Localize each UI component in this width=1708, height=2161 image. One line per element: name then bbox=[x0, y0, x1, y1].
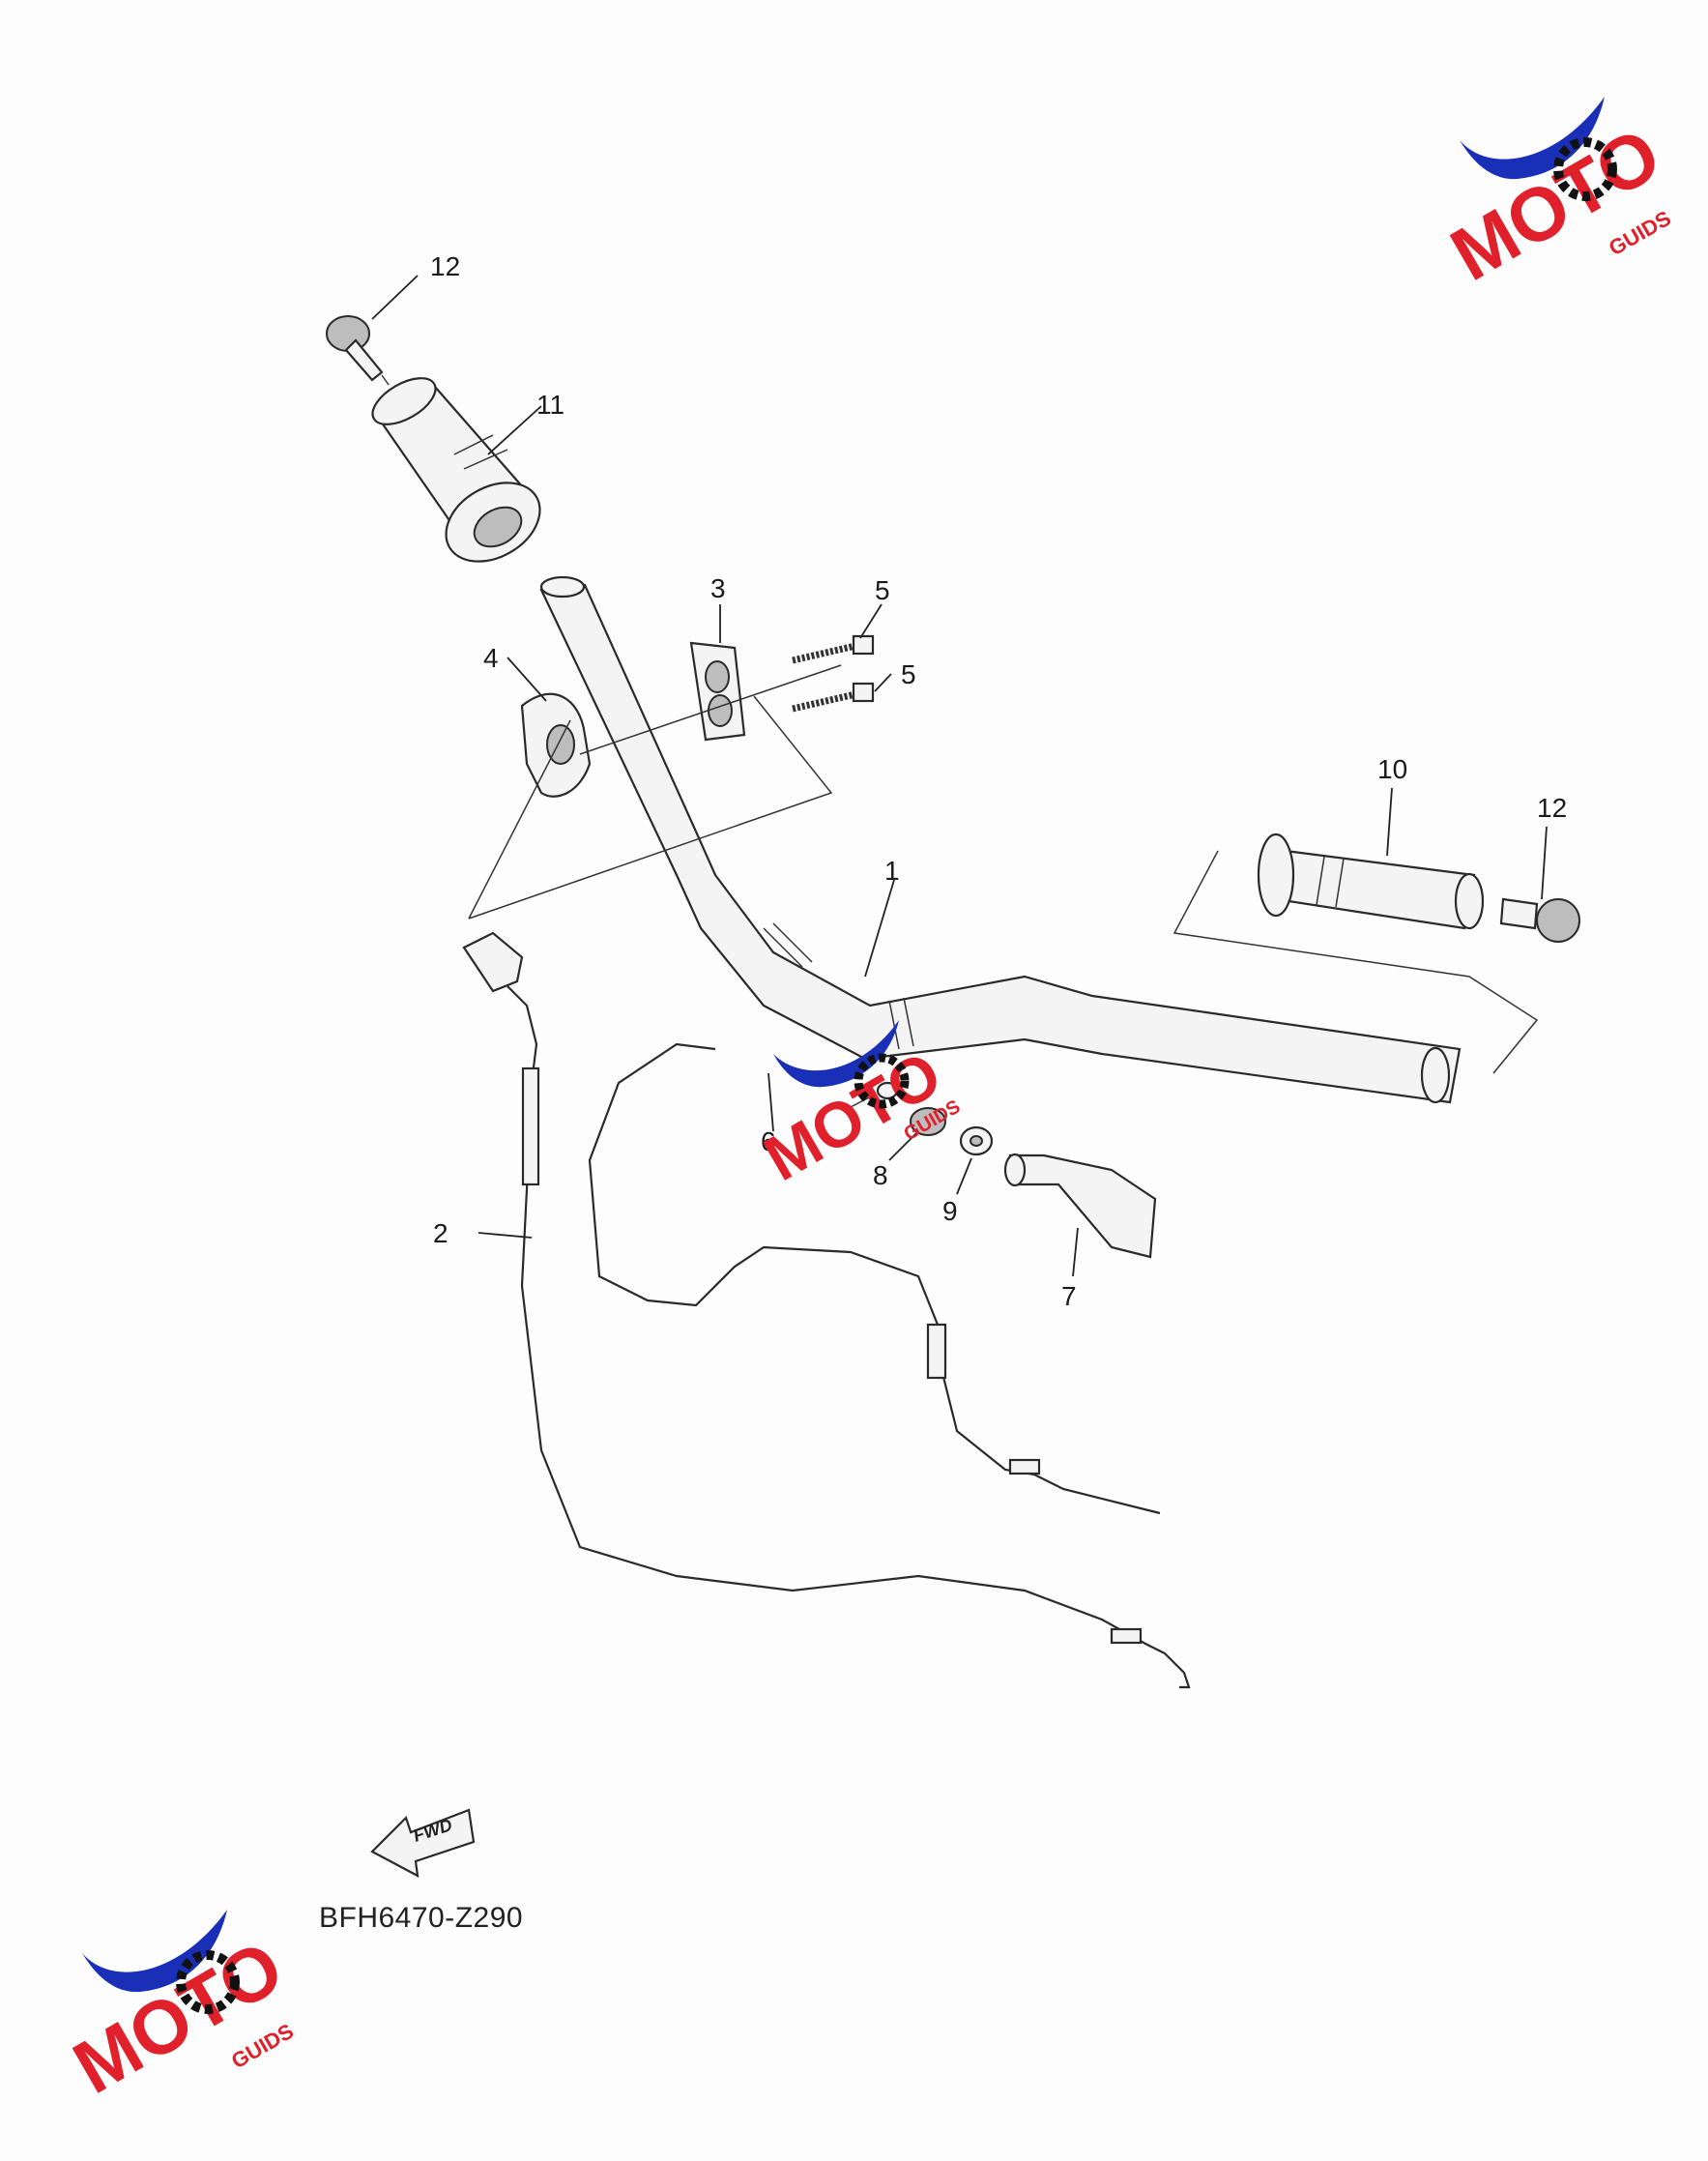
gear-icon bbox=[854, 1053, 910, 1109]
clutch-cable bbox=[588, 1042, 1161, 1515]
lever-cover bbox=[1003, 1153, 1157, 1259]
handlebar bbox=[539, 575, 1462, 1104]
switch-holder-lower bbox=[520, 692, 592, 798]
callout-7: 7 bbox=[1061, 1281, 1077, 1311]
grip-end-left bbox=[326, 315, 390, 386]
callout-1: 1 bbox=[884, 856, 900, 886]
logo-brand-text: MOTO bbox=[60, 1924, 297, 2110]
callout-6: 6 bbox=[761, 1126, 776, 1156]
washer-part-9 bbox=[959, 1125, 994, 1156]
callout-3: 3 bbox=[710, 573, 726, 603]
throttle-cable bbox=[462, 931, 1191, 1689]
grip-right bbox=[1257, 832, 1485, 930]
callout-12-right: 12 bbox=[1537, 793, 1567, 823]
swoosh-icon bbox=[773, 1020, 899, 1088]
callout-5-lower: 5 bbox=[901, 659, 916, 689]
callout-11: 11 bbox=[536, 390, 565, 420]
gear-icon bbox=[176, 1950, 240, 2014]
callout-12-left: 12 bbox=[430, 251, 460, 281]
screw-upper bbox=[792, 634, 875, 664]
swoosh-icon bbox=[82, 1910, 227, 1993]
collar-part-8 bbox=[910, 1107, 946, 1136]
callout-5-upper: 5 bbox=[875, 575, 890, 605]
watermark-logo-bottom-left: MOTO GUIDS bbox=[60, 1910, 298, 2110]
diagram-code: BFH6470-Z290 bbox=[319, 1902, 523, 1934]
screw-lower bbox=[792, 682, 875, 713]
swoosh-icon bbox=[1460, 97, 1605, 180]
leader-lines bbox=[371, 275, 1548, 1277]
gear-icon bbox=[1553, 137, 1617, 201]
callout-9: 9 bbox=[942, 1196, 958, 1226]
logo-brand-text: MOTO bbox=[1437, 111, 1674, 297]
callout-8: 8 bbox=[873, 1160, 888, 1190]
callout-labels: 12 11 3 4 5 5 1 2 6 8 9 7 10 12 bbox=[430, 251, 1567, 1311]
callout-4: 4 bbox=[483, 643, 499, 673]
throttle-grip bbox=[371, 377, 541, 563]
callout-10: 10 bbox=[1377, 754, 1407, 784]
grip-end-right bbox=[1499, 897, 1580, 943]
fwd-arrow: FWD bbox=[370, 1808, 476, 1878]
callout-2: 2 bbox=[433, 1218, 449, 1248]
switch-holder-upper bbox=[689, 641, 746, 742]
watermark-logo-top-right: MOTO GUIDS bbox=[1437, 97, 1675, 297]
exploded-view-lines bbox=[468, 664, 1539, 1074]
